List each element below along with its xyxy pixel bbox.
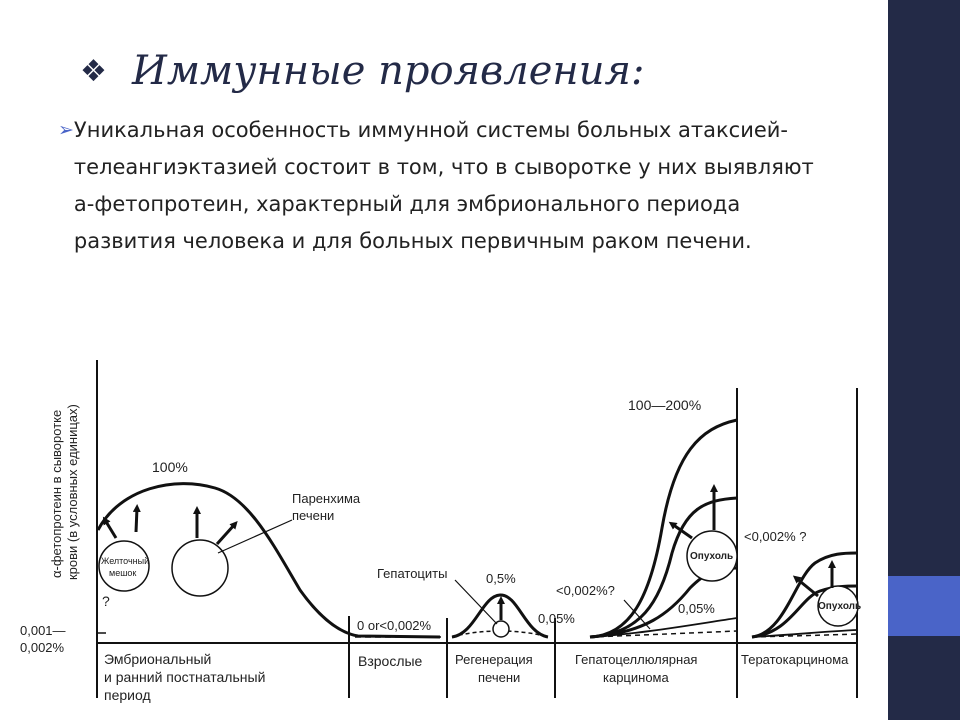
question-mark-left: ? (102, 593, 110, 609)
hepatocytes-pointer (454, 579, 498, 625)
hcc-low-pointer (623, 599, 651, 630)
regeneration-curve (451, 593, 549, 639)
side-accent-block (888, 576, 960, 636)
parenchyma-label-2: печени (292, 508, 334, 523)
arrow-icon (215, 521, 238, 546)
slide-title: Иммунные проявления: (132, 48, 645, 94)
yolk-sac-circle (98, 540, 150, 592)
arrow-bullet-icon: ➢ (58, 119, 74, 141)
bullet-item: ➢ Уникальная особенность иммунной систем… (58, 112, 838, 260)
hepatocyte-circle (492, 620, 510, 638)
yolk-sac-label-1: Желточный (101, 556, 149, 566)
terato-tumor-label: Опухоль (818, 601, 861, 612)
arrow-icon (668, 521, 693, 540)
embryonal-curve (96, 482, 441, 639)
parenchyma-circle (171, 539, 229, 597)
arrow-icon (792, 575, 819, 598)
period-regeneration-2: печени (478, 670, 520, 685)
period-embryonal-2: и ранний постнатальный (104, 669, 265, 685)
title-row: ❖ Иммунные проявления: (80, 36, 645, 106)
period-teratocarcinoma: Тератокарцинома (741, 652, 849, 667)
period-embryonal-3: период (104, 687, 151, 703)
hcc-dashed-curve (589, 630, 738, 638)
regeneration-low-curve (451, 630, 549, 638)
afp-diagram: α-фетопротеин в сыворотке крови (в услов… (20, 360, 861, 703)
hcc-mid-label: 0,05% (678, 601, 715, 616)
period-hcc-1: Гепатоцеллюлярная (575, 652, 697, 667)
label-100: 100% (152, 459, 188, 475)
terato-level-label: <0,002% ? (744, 529, 807, 544)
regen-low-label: 0,05% (538, 611, 575, 626)
terato-dashed-curve (751, 633, 858, 638)
arrow-icon (132, 504, 141, 533)
diamond-bullet-icon: ❖ (80, 53, 107, 89)
hcc-top-label: 100—200% (628, 397, 701, 413)
period-hcc-2: карцинома (603, 670, 669, 685)
period-regeneration-1: Регенерация (455, 652, 533, 667)
hcc-low-question-label: <0,002%? (556, 583, 615, 598)
regen-peak-label: 0,5% (486, 571, 516, 586)
parenchyma-pointer (217, 519, 293, 554)
terato-mid-curve (751, 584, 858, 639)
bullet-text: Уникальная особенность иммунной системы … (73, 118, 814, 253)
hcc-top-curve (589, 418, 738, 639)
terato-tumor-circle (817, 585, 859, 627)
y-axis-label-line2: крови (в условных единицах) (65, 404, 80, 580)
terato-top-curve (751, 551, 858, 639)
period-adults: Взрослые (358, 653, 423, 669)
tumor-circle (686, 530, 738, 582)
period-embryonal-1: Эмбриональный (104, 651, 211, 667)
parenchyma-label-1: Паренхима (292, 491, 361, 506)
hcc-mid-curve (589, 496, 738, 639)
y-axis-label-line1: α-фетопротеин в сыворотке (49, 410, 64, 578)
yolk-sac-label-2: мешок (109, 568, 136, 578)
hcc-baseline-curve (589, 617, 738, 638)
baseline-label-2: 0,002% (20, 640, 65, 655)
adult-level-label: 0 or<0,002% (357, 618, 432, 633)
arrow-icon (102, 516, 118, 539)
baseline-label-1: 0,001— (20, 623, 66, 638)
tumor-label: Опухоль (690, 551, 733, 562)
hepatocytes-label: Гепатоциты (377, 566, 447, 581)
